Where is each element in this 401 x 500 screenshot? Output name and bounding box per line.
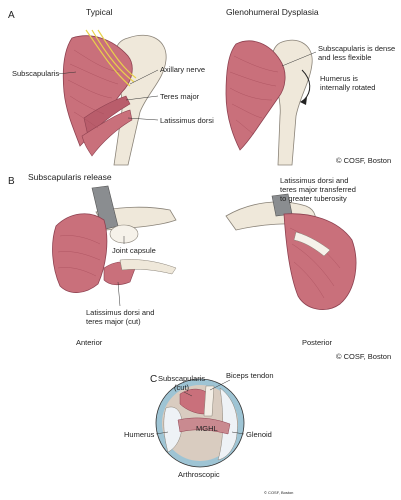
internal-rotation-arrow [301,69,311,101]
scope-mghl-band [177,417,231,435]
label-latissimus-teres-transferred: Latissimus dorsi and teres major transfe… [280,176,356,203]
label-posterior: Posterior [302,338,333,347]
dysplasia-subscapularis-muscle [225,40,286,151]
dysplasia-shoulder-illustration [225,39,317,166]
panel-b-credit: © COSF, Boston [336,352,392,361]
panel-a-title-dysplasia: Glenohumeral Dysplasia [226,7,319,17]
label-anterior: Anterior [76,338,103,347]
label-joint-capsule: Joint capsule [112,246,156,255]
panel-a-title-typical: Typical [86,7,113,17]
panel-a-letter: A [8,10,15,21]
label-arthroscopic: Arthroscopic [178,470,220,479]
label-humerus-internally-rotated: Humerus is internally rotated [320,74,376,92]
label-axillary-nerve: Axillary nerve [160,65,206,74]
label-subscapularis: Subscapularis [12,69,60,78]
label-teres-major: Teres major [160,92,200,101]
posterior-muscle-mass [283,213,357,310]
anterior-release-illustration [52,185,177,307]
posterior-transfer-illustration [225,193,357,310]
panel-c-credit: © COSF, Boston [264,490,294,495]
humerus-surface [163,406,183,453]
label-subscapularis-dense: Subscapularis is dense and less flexible [318,44,396,62]
scope-biceps-tendon [203,385,215,417]
label-subscapularis-cut: Subscapularis (cut) [158,374,206,392]
panel-c-letter: C [150,374,158,385]
arthroscopic-view [155,378,245,468]
label-humerus: Humerus [124,430,155,439]
label-latissimus-teres-cut: Latissimus dorsi and teres major (cut) [86,308,155,326]
typical-shoulder-illustration [57,29,167,166]
label-biceps-tendon: Biceps tendon [226,371,274,380]
label-latissimus-dorsi: Latissimus dorsi [160,116,214,125]
label-mghl: MGHL [196,424,218,433]
panel-b-title: Subscapularis release [28,172,112,182]
panel-b-letter: B [8,176,15,187]
label-glenoid: Glenoid [246,430,272,439]
panel-a-credit: © COSF, Boston [336,156,392,165]
typical-latissimus-dorsi [81,109,133,157]
